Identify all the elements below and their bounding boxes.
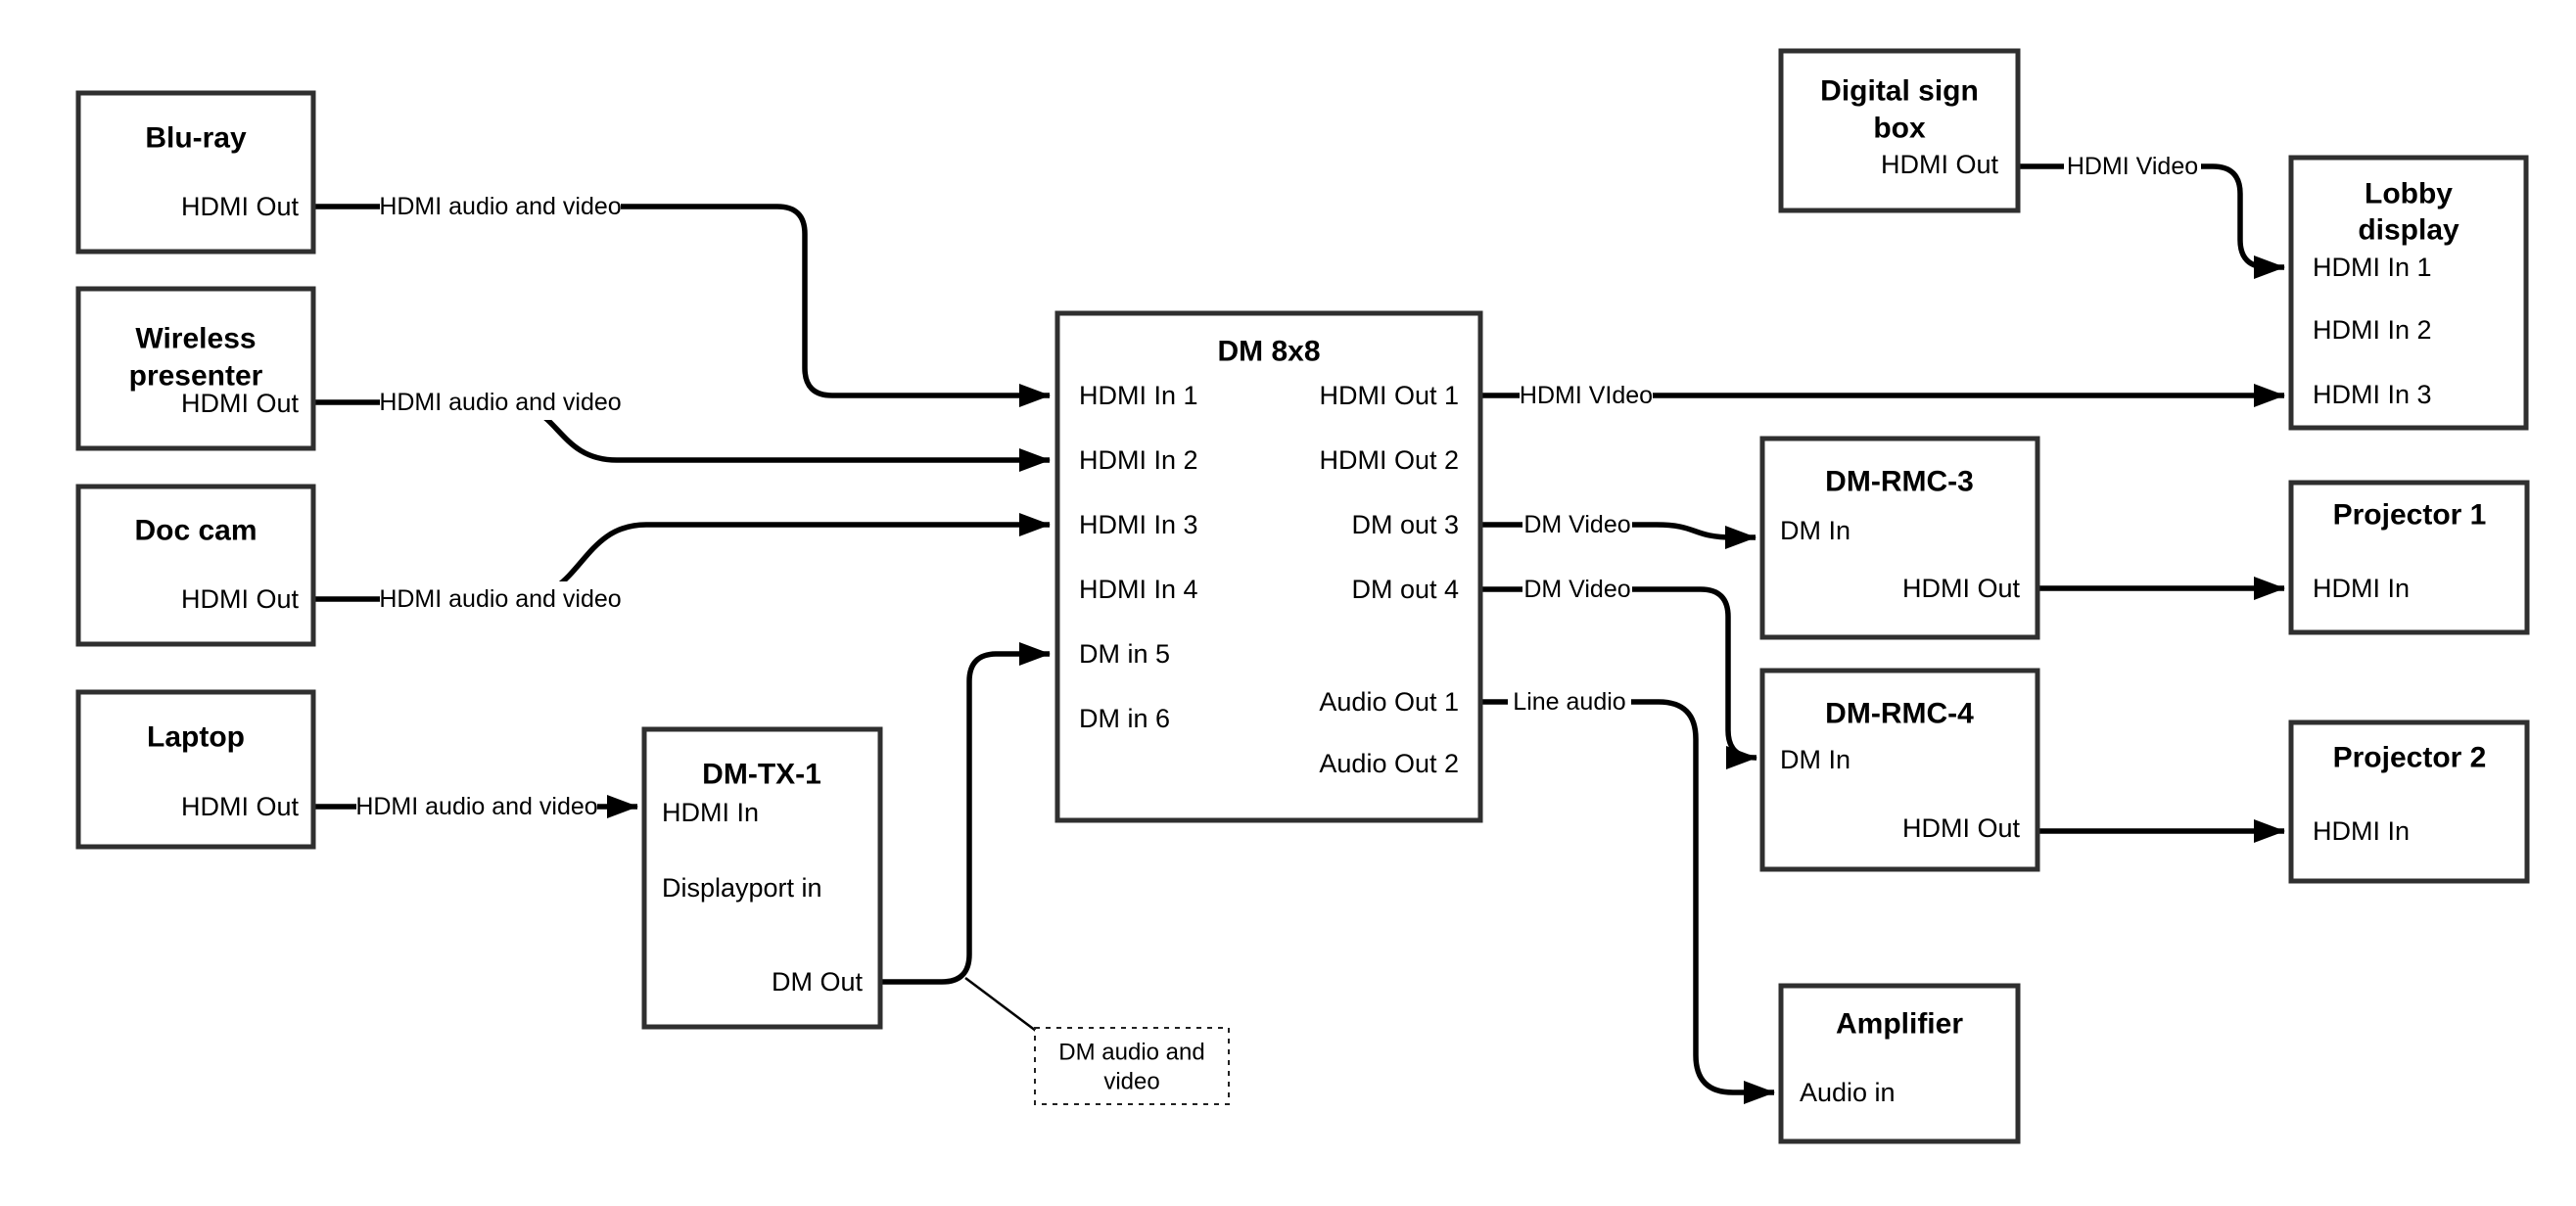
node-title: DM-TX-1 [702,759,821,791]
node-lobby-display: Lobby display HDMI In 1 HDMI In 2 HDMI I… [2288,155,2529,431]
node-title: Amplifier [1836,1008,1963,1041]
connection-label-wireless: HDMI audio and video [379,385,622,420]
svg-text:HDMI audio and video: HDMI audio and video [379,585,621,613]
port-hdmi-out-1: HDMI Out 1 [1319,381,1459,410]
port-hdmi-in: HDMI In [2313,816,2410,846]
connection-label-hdmi-video-out1: HDMI VIdeo [1520,378,1653,413]
node-title-line1: Lobby [2365,178,2453,210]
connection-label-line-audio: Line audio [1508,684,1631,719]
node-title: Blu-ray [145,122,247,155]
connection-dmtx1-to-dm8x8 [880,642,1051,985]
node-dm-8x8: DM 8x8 HDMI In 1 HDMI In 2 HDMI In 3 HDM… [1054,310,1483,823]
port-dm-in-5: DM in 5 [1079,639,1170,669]
connection-dm8x8-to-dmrmc3 [1480,522,1756,549]
port-hdmi-in-2: HDMI In 2 [1079,445,1198,475]
connection-label-laptop: HDMI audio and video [355,789,598,824]
note-leader-line [964,977,1037,1032]
node-title-line2: display [2358,214,2459,247]
port-hdmi-in: HDMI In [2313,574,2410,603]
port-hdmi-in: HDMI In [662,798,759,827]
node-title: Projector 2 [2333,742,2487,774]
svg-text:HDMI audio and video: HDMI audio and video [355,793,597,820]
connection-digitalsign-to-lobby [2018,163,2285,279]
port-audio-out-2: Audio Out 2 [1319,749,1459,778]
node-digital-sign-box: Digital sign box HDMI Out [1778,48,2021,213]
port-hdmi-in-4: HDMI In 4 [1079,575,1198,604]
svg-text:DM Video: DM Video [1523,576,1630,603]
port-hdmi-out-2: HDMI Out 2 [1319,445,1459,475]
svg-text:HDMI audio and video: HDMI audio and video [379,389,621,416]
port-dm-out-3: DM out 3 [1351,510,1459,539]
node-projector-1: Projector 1 HDMI In [2288,480,2530,635]
port-hdmi-in-3: HDMI In 3 [1079,510,1198,539]
node-title-line1: Wireless [135,323,256,355]
svg-text:HDMI VIdeo: HDMI VIdeo [1520,382,1653,409]
node-dm-tx-1: DM-TX-1 HDMI In Displayport in DM Out [641,726,883,1030]
port-hdmi-in-1: HDMI In 1 [2313,253,2432,282]
node-title-line2: presenter [129,360,263,393]
node-projector-2: Projector 2 HDMI In [2288,719,2530,884]
node-title-line2: box [1873,113,1926,145]
svg-text:HDMI Video: HDMI Video [2067,153,2198,180]
node-amplifier: Amplifier Audio in [1778,983,2021,1144]
port-hdmi-out: HDMI Out [1881,150,1999,179]
port-dm-in-6: DM in 6 [1079,704,1170,733]
port-dm-out-4: DM out 4 [1351,575,1459,604]
note-text-line2: video [1103,1069,1159,1095]
port-hdmi-in-2: HDMI In 2 [2313,315,2432,345]
node-title: DM-RMC-3 [1825,466,1974,498]
port-dm-in: DM In [1780,745,1850,774]
connection-dm8x8-to-amplifier [1480,699,1775,1104]
node-dm-rmc-3: DM-RMC-3 DM In HDMI Out [1759,436,2040,640]
port-dm-out: DM Out [772,967,864,997]
svg-text:Line audio: Line audio [1513,688,1625,716]
node-bluray: Blu-ray HDMI Out [75,90,316,255]
port-hdmi-in-3: HDMI In 3 [2313,380,2432,409]
node-laptop: Laptop HDMI Out [75,689,316,850]
connection-label-doccam: HDMI audio and video [379,581,622,617]
node-doc-cam: Doc cam HDMI Out [75,484,316,647]
port-hdmi-out: HDMI Out [181,792,300,821]
port-hdmi-in-1: HDMI In 1 [1079,381,1198,410]
node-title-line1: Digital sign [1820,75,1979,108]
port-hdmi-out: HDMI Out [181,584,300,614]
port-audio-in: Audio in [1800,1078,1896,1107]
port-audio-out-1: Audio Out 1 [1319,687,1459,717]
port-dm-in: DM In [1780,516,1850,545]
node-wireless-presenter: Wireless presenter HDMI Out [75,286,316,451]
port-hdmi-out: HDMI Out [1902,574,2021,603]
svg-text:DM Video: DM Video [1523,511,1630,538]
node-title: Laptop [147,721,245,754]
connection-label-dm-video-out4: DM Video [1522,572,1632,607]
connection-label-digitalsign: HDMI Video [2064,149,2201,184]
svg-text:HDMI audio and video: HDMI audio and video [379,193,621,220]
note-dm-audio-and-video: DM audio and video [1034,1027,1230,1105]
connection-dm8x8-to-dmrmc4 [1480,586,1757,769]
node-title: Doc cam [134,515,257,547]
node-dm-rmc-4: DM-RMC-4 DM In HDMI Out [1759,668,2040,872]
node-title: Projector 1 [2333,499,2487,532]
connection-label-bluray: HDMI audio and video [379,189,622,224]
note-text-line1: DM audio and [1058,1040,1204,1066]
port-hdmi-out: HDMI Out [181,192,300,221]
connection-bluray-to-dm8x8 [313,204,1051,407]
node-title: DM-RMC-4 [1825,698,1974,730]
connection-label-dm-video-out3: DM Video [1522,507,1632,542]
port-hdmi-out: HDMI Out [181,389,300,418]
port-hdmi-out: HDMI Out [1902,813,2021,843]
node-title: DM 8x8 [1217,336,1320,368]
port-displayport-in: Displayport in [662,873,822,903]
